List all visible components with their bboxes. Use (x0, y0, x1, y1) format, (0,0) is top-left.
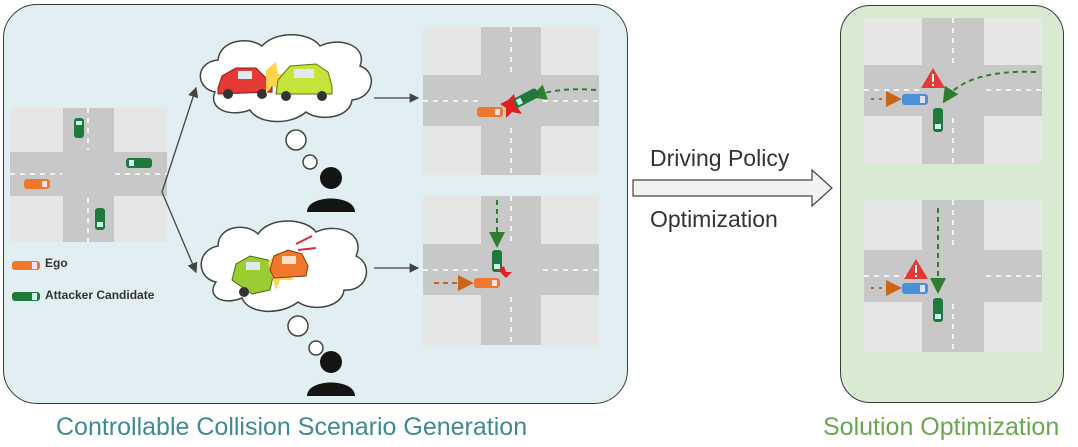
car-crash-illustration (231, 235, 317, 297)
optimized-ego-car (902, 283, 928, 294)
solution-optimization-caption: Solution Optimization (823, 413, 1060, 441)
attacker-legend-icon (12, 292, 40, 301)
attacker-car (74, 118, 84, 138)
driving-policy-arrow (632, 168, 833, 208)
solution-intersection-bottom (864, 200, 1042, 352)
legend-attacker-label: Attacker Candidate (45, 288, 155, 302)
warning-icon (921, 68, 945, 88)
ego-legend-icon (12, 261, 40, 270)
driving-policy-label: Driving Policy (650, 145, 790, 171)
collision-mark (500, 94, 524, 118)
solution-intersection-top (864, 18, 1042, 164)
attacker-car (126, 158, 152, 168)
attacker-car (95, 208, 105, 230)
car-crash-illustration (217, 62, 333, 101)
person-icon (307, 167, 355, 212)
attacker-car (933, 298, 943, 322)
thought-cloud-top (199, 34, 373, 170)
ego-car (474, 278, 500, 288)
warning-icon (904, 259, 928, 279)
scenario-generation-caption: Controllable Collision Scenario Generati… (56, 413, 528, 441)
ego-car (24, 179, 50, 189)
legend-ego-label: Ego (45, 256, 68, 270)
scenario-intersection-bottom (423, 196, 599, 345)
optimized-ego-car (902, 94, 928, 105)
attacker-car (933, 108, 943, 132)
collision-mark (498, 266, 512, 278)
attacker-car (492, 250, 502, 272)
person-icon (307, 351, 355, 396)
main-intersection (10, 108, 167, 242)
ego-car (477, 107, 503, 117)
scenario-intersection-top (423, 27, 599, 175)
optimization-label: Optimization (650, 206, 778, 232)
thought-cloud-bottom (200, 220, 368, 356)
attacker-car (513, 88, 539, 108)
